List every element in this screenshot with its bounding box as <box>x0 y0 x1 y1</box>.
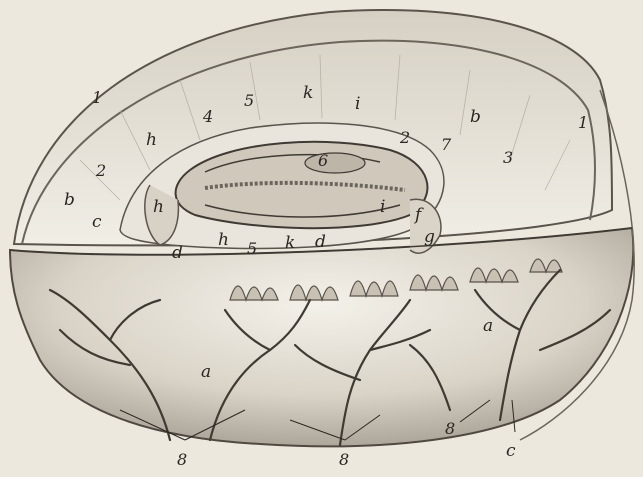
label-4: 4 <box>202 107 213 126</box>
label-5-bottom: 5 <box>247 239 257 258</box>
label-k-top: k <box>303 83 313 103</box>
label-c-left: c <box>92 212 102 232</box>
label-b-left: b <box>64 190 75 210</box>
label-h-bottom: h <box>218 230 229 250</box>
label-3: 3 <box>503 148 513 167</box>
label-a-center: a <box>201 362 211 382</box>
label-2-top: 2 <box>399 128 410 147</box>
label-8-center: 8 <box>339 450 349 469</box>
label-5-top: 5 <box>244 91 254 110</box>
label-d-center: d <box>315 232 326 252</box>
label-2-left: 2 <box>95 161 106 180</box>
label-h-top: h <box>146 130 157 150</box>
label-6: 6 <box>318 151 328 170</box>
heart-region <box>305 153 365 173</box>
label-1-left: 1 <box>92 88 102 107</box>
label-8-left: 8 <box>177 450 187 469</box>
label-h-mid: h <box>153 197 164 217</box>
label-k-bottom: k <box>285 233 295 253</box>
label-1-right: 1 <box>578 113 588 132</box>
label-d-left: d <box>172 243 183 263</box>
label-b-right: b <box>470 107 481 127</box>
label-i-top: i <box>355 94 360 114</box>
label-7: 7 <box>441 135 452 154</box>
label-a-right: a <box>483 316 493 336</box>
label-i-mid: i <box>380 197 385 217</box>
label-c-bottom: c <box>506 441 516 461</box>
label-8-right: 8 <box>445 419 455 438</box>
label-g: g <box>424 227 435 247</box>
